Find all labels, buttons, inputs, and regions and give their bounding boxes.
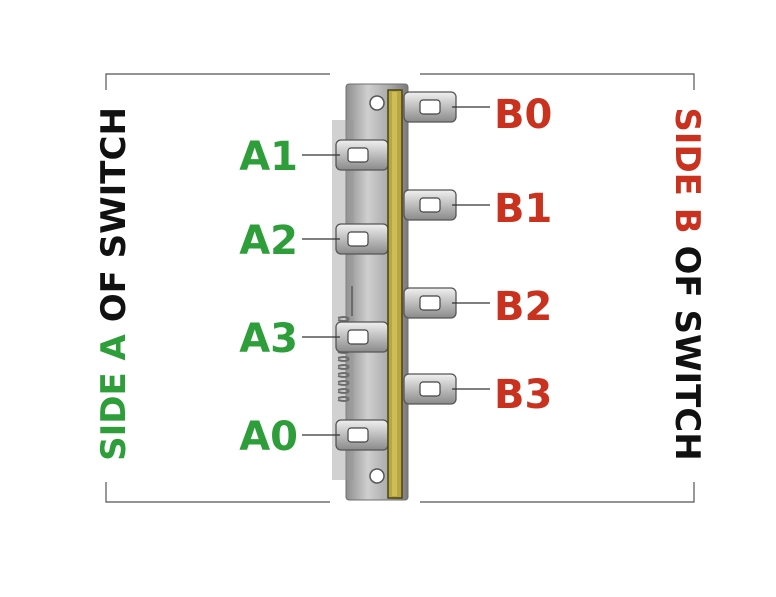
b-leader-lines: [452, 106, 490, 390]
mount-hole-top-icon: [369, 95, 385, 111]
tab-b2-icon: [403, 287, 457, 319]
terminal-label-a1: A1: [239, 134, 298, 180]
tab-a0-icon: [335, 419, 389, 451]
side-a-label: SIDE A OF SWITCH: [94, 107, 134, 461]
terminal-label-b2: B2: [494, 284, 552, 330]
a-leader-lines: [302, 154, 340, 436]
tab-b0-icon: [403, 91, 457, 123]
side-a-bracket: [105, 73, 330, 503]
terminal-label-b0: B0: [494, 92, 552, 138]
tab-b3-icon: [403, 373, 457, 405]
side-b-highlight: SIDE B: [667, 107, 707, 233]
tab-a3-icon: [335, 321, 389, 353]
terminal-label-a2: A2: [239, 218, 298, 264]
side-a-highlight: SIDE A: [94, 333, 134, 460]
side-b-rest: OF SWITCH: [667, 234, 707, 461]
side-a-rest: OF SWITCH: [94, 107, 134, 334]
tab-a1-icon: [335, 139, 389, 171]
tab-b1-icon: [403, 189, 457, 221]
switch-body: [332, 83, 457, 501]
terminal-label-a0: A0: [239, 414, 298, 460]
side-b-bracket: [420, 73, 695, 503]
terminal-label-b3: B3: [494, 372, 552, 418]
side-b-label: SIDE B OF SWITCH: [667, 107, 707, 460]
terminal-label-b1: B1: [494, 186, 552, 232]
terminal-label-a3: A3: [239, 316, 298, 362]
mount-hole-bottom-icon: [369, 468, 385, 484]
tab-a2-icon: [335, 223, 389, 255]
